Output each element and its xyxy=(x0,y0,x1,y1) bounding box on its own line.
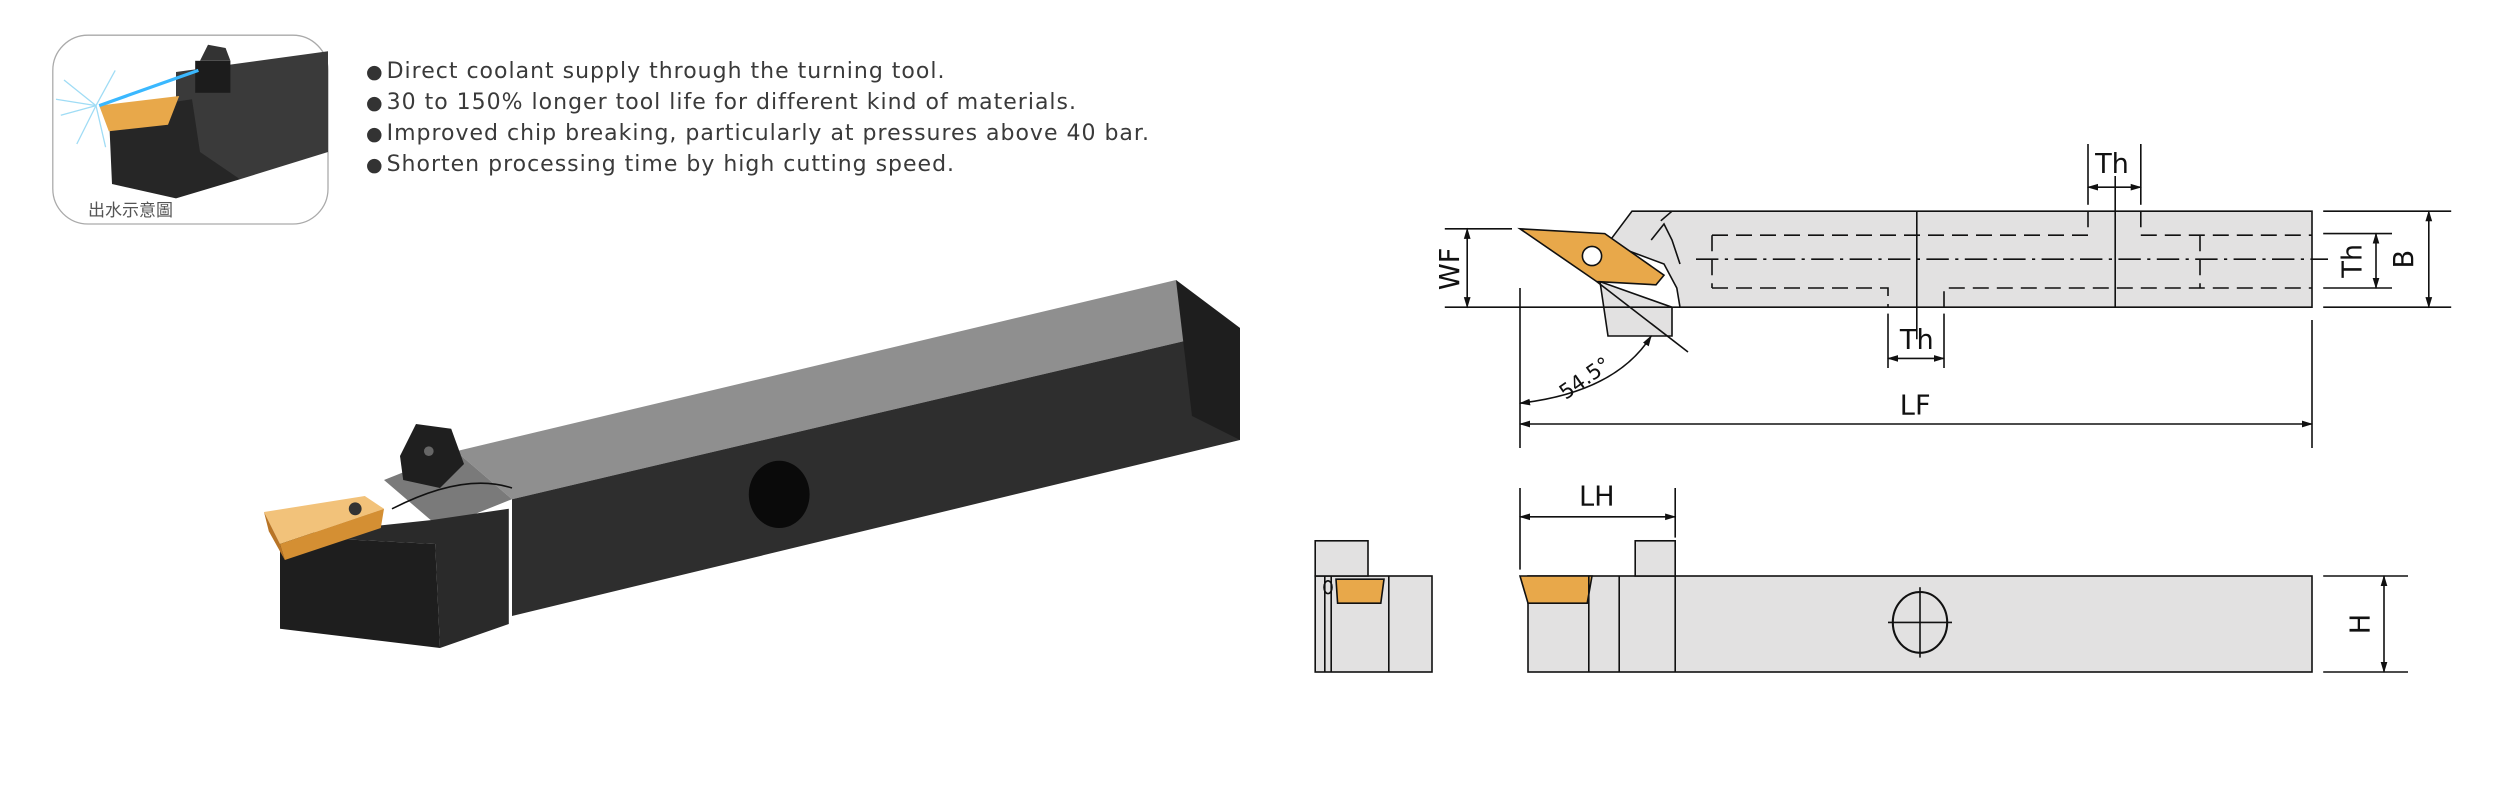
bullet-icon: ● xyxy=(366,154,384,176)
dim-h-label: H xyxy=(2346,614,2377,634)
dim-b-label: B xyxy=(2389,250,2420,269)
spray-icon xyxy=(55,70,116,148)
feature-text: Direct coolant supply through the turnin… xyxy=(386,59,946,84)
feature-list: ●Direct coolant supply through the turni… xyxy=(366,56,1150,180)
dim-th-bottom-label: Th xyxy=(1899,325,1934,356)
clamp xyxy=(400,424,464,488)
dim-th-top-label: Th xyxy=(2094,149,2129,180)
bullet-icon: ● xyxy=(366,92,384,114)
feature-text: Shorten processing time by high cutting … xyxy=(386,152,956,177)
dim-lh-label: LH xyxy=(1579,482,1615,513)
feature-text: 30 to 150% longer tool life for differen… xyxy=(386,90,1077,115)
insert-icon xyxy=(99,96,180,132)
inset-caption: 出水示意圖 xyxy=(88,201,173,221)
feature-item: ●30 to 150% longer tool life for differe… xyxy=(366,87,1150,118)
feature-text: Improved chip breaking, particularly at … xyxy=(386,121,1150,146)
dim-wf-label: WF xyxy=(1435,248,1466,291)
coolant-inset xyxy=(52,34,329,225)
mounting-hole xyxy=(748,460,810,528)
side-view-drawing xyxy=(1314,540,1433,673)
tool-3d-render xyxy=(264,280,1240,648)
top-view-drawing xyxy=(1444,144,2452,449)
bullet-icon: ● xyxy=(366,123,384,145)
feature-item: ●Direct coolant supply through the turni… xyxy=(366,56,1150,87)
bullet-icon: ● xyxy=(366,61,384,83)
dim-th-right-label: Th xyxy=(2338,244,2369,279)
feature-item: ●Improved chip breaking, particularly at… xyxy=(366,118,1150,149)
front-view-drawing xyxy=(1518,488,2409,674)
coolant-jet xyxy=(98,68,199,108)
dim-lf-label: LF xyxy=(1900,390,1931,421)
feature-item: ●Shorten processing time by high cutting… xyxy=(366,149,1150,180)
